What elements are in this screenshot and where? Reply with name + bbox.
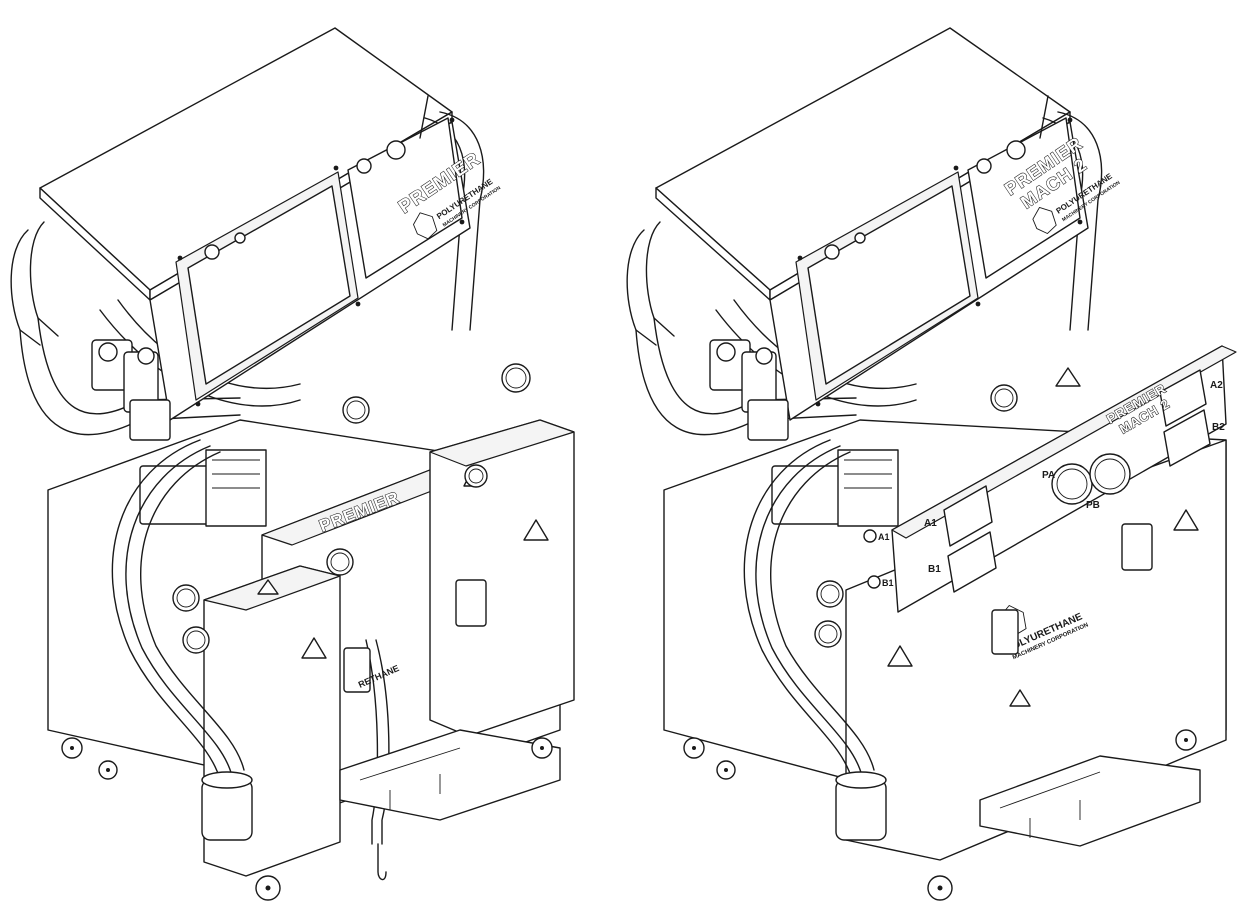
label-a2: A2 bbox=[1210, 380, 1223, 391]
outlet-fitting-b bbox=[867, 575, 881, 589]
display-screen[interactable] bbox=[807, 185, 971, 385]
panel-screws bbox=[177, 117, 465, 407]
warning-triangle-icon bbox=[1055, 367, 1081, 387]
warning-triangle-icon bbox=[1173, 509, 1199, 531]
spray-gun-left bbox=[991, 609, 1019, 655]
base-shelf bbox=[979, 755, 1201, 847]
label-pa: PA bbox=[1042, 470, 1055, 481]
indicator-light bbox=[234, 232, 246, 244]
toggle-lever[interactable] bbox=[419, 95, 429, 139]
spray-gun-left bbox=[343, 647, 371, 693]
brand-plate bbox=[347, 117, 463, 279]
indicator-light bbox=[854, 232, 866, 244]
gauge-pa bbox=[1051, 463, 1093, 505]
toggle-lever[interactable] bbox=[1039, 95, 1049, 139]
emergency-stop-button[interactable] bbox=[386, 140, 406, 160]
start-button[interactable] bbox=[204, 244, 220, 260]
company-logo-icon bbox=[413, 212, 438, 240]
emergency-stop-button[interactable] bbox=[1006, 140, 1026, 160]
selector-knob[interactable] bbox=[356, 158, 372, 174]
cable-plug bbox=[377, 843, 387, 881]
warning-triangle-icon bbox=[301, 637, 327, 659]
outlet-fitting-a bbox=[863, 529, 877, 543]
panel-screws bbox=[797, 117, 1083, 407]
warning-triangle-icon bbox=[887, 645, 913, 667]
brand-plate bbox=[967, 117, 1081, 279]
pressure-gauge-d bbox=[464, 464, 488, 488]
filter-canister bbox=[835, 779, 887, 841]
gauge-pb bbox=[1089, 453, 1131, 495]
display-a1 bbox=[943, 485, 993, 547]
filter-canister bbox=[201, 779, 253, 841]
selector-knob[interactable] bbox=[976, 158, 992, 174]
side-label-b1: B1 bbox=[882, 578, 894, 588]
proportioner-module bbox=[139, 449, 267, 527]
label-a1: A1 bbox=[924, 518, 937, 529]
company-logo-icon bbox=[1032, 207, 1057, 234]
machine-unit-right: PREMIER MACH 2 POLYURETHANE MACHINERY CO… bbox=[626, 27, 1237, 901]
display-b2 bbox=[1163, 409, 1211, 467]
hose-bundle bbox=[111, 439, 390, 845]
valve-cluster-left bbox=[91, 339, 171, 441]
side-label-a1: A1 bbox=[878, 532, 890, 542]
display-screen[interactable] bbox=[187, 185, 351, 385]
label-b1: B1 bbox=[928, 564, 941, 575]
spray-gun-right bbox=[1121, 523, 1153, 571]
caster-wheels bbox=[61, 737, 553, 901]
spray-gun-right bbox=[455, 579, 487, 627]
valve-cluster-left bbox=[709, 339, 789, 441]
warning-triangle-icon bbox=[257, 579, 279, 595]
start-button[interactable] bbox=[824, 244, 840, 260]
display-a2 bbox=[1159, 369, 1207, 427]
hose-bundle bbox=[743, 439, 875, 781]
warning-triangle-icon bbox=[523, 519, 549, 541]
heater-box-right bbox=[429, 419, 575, 737]
caster-wheels bbox=[683, 729, 1197, 901]
machine-unit-left: PREMIER POLYURETHANE MACHINERY CORPORATI… bbox=[10, 27, 575, 901]
display-b1 bbox=[947, 531, 997, 593]
label-pb: PB bbox=[1086, 500, 1100, 511]
warning-triangle-icon bbox=[1009, 689, 1031, 707]
base-shelf bbox=[339, 729, 561, 821]
label-b2: B2 bbox=[1212, 422, 1225, 433]
